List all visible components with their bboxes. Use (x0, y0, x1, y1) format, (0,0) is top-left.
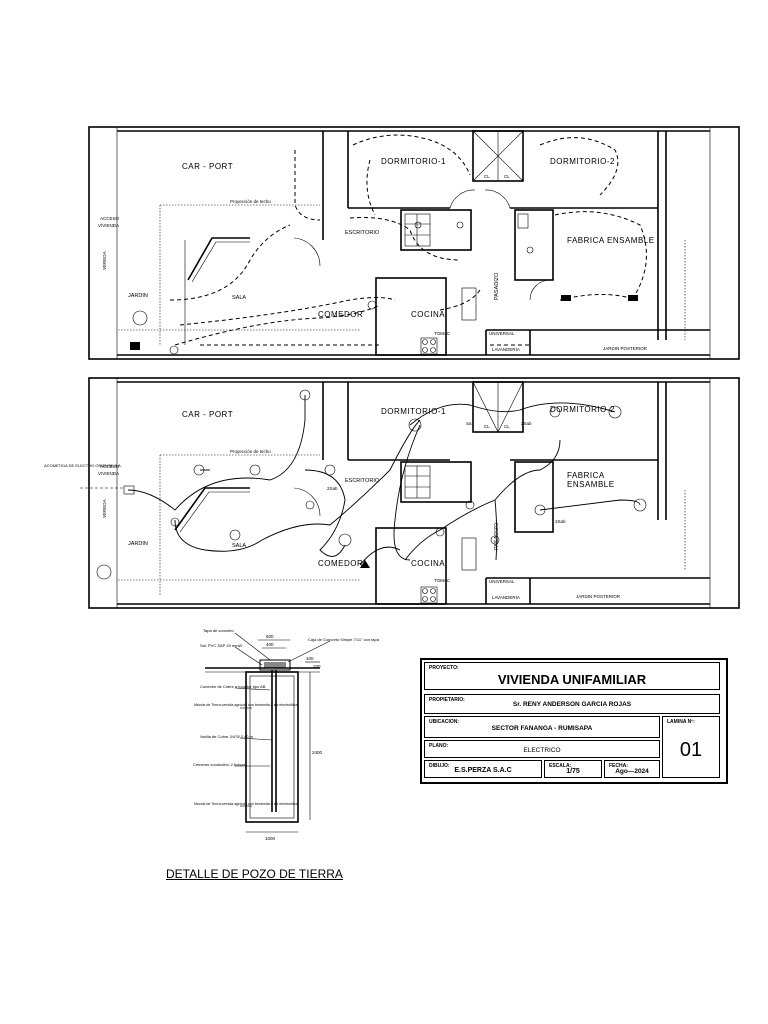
fecha-cell: FECHA: Ago—2024 (604, 760, 660, 778)
lamina-cell: LAMINA Nº: 01 (662, 716, 720, 778)
note-cemento: Cemento conductivo 2 bolsas (193, 762, 245, 767)
proyecto-value: VIVIENDA UNIFAMILIAR (497, 672, 647, 687)
note-conector: Conector de Cobre a tocador tipo AB (200, 684, 266, 689)
bottom-plan-fixtures (96, 389, 647, 580)
fecha-key: FECHA: (609, 763, 628, 769)
label-vivienda-b: VIVIENDA (98, 471, 119, 476)
note-caja: Caja de Concreto Simple 7/11" con tapa (308, 637, 380, 642)
label-cocina: COCINA (411, 310, 445, 319)
note-varilla: Varilla de Cobre 3/4"Ø 2.40 m (200, 734, 254, 739)
label-proyeccion: Proyección de techo (230, 199, 271, 204)
label-fabrica: FABRICA ENSAMBLE (567, 236, 655, 245)
dibujo-value: E.S.PERZA S.A.C (454, 767, 512, 774)
label-proyeccion-b: Proyección de techo (230, 449, 271, 454)
note-tapa: Tapa de concreto (203, 628, 234, 633)
label-cl1: CL (484, 174, 490, 179)
lamina-key: LAMINA Nº: (667, 719, 695, 725)
plano-value: ELECTRICO (523, 747, 561, 754)
ubicacion-key: UBICACION: (429, 719, 459, 725)
fecha-value: Ago—2024 (615, 768, 649, 775)
label-switch-1: 2Sab (327, 486, 338, 491)
ubicacion-value: SECTOR FANANGA - RUMISAPA (491, 725, 593, 732)
propietario-cell: PROPIETARIO: Sr. RENY ANDERSON GARCIA RO… (424, 694, 720, 714)
label-vivienda: VIVIENDA (98, 223, 119, 228)
label-jardin-b: JARDIN (128, 541, 148, 547)
ubicacion-cell: UBICACION: SECTOR FANANGA - RUMISAPA (424, 716, 660, 738)
label-jardin: JARDIN (128, 293, 148, 299)
propietario-key: PROPIETARIO: (429, 697, 465, 703)
bottom-plan-frame (88, 377, 740, 609)
proyecto-key: PROYECTO: (429, 665, 459, 671)
label-dorm2: DORMITORIO-2 (550, 157, 615, 166)
plano-cell: PLANO: ELECTRICO (424, 740, 660, 758)
dim-100-b: 100 (313, 664, 321, 669)
note-mezcla-2: Mezcla de Tierra cernida agrícola con be… (194, 802, 297, 806)
label-dorm1: DORMITORIO-1 (381, 157, 446, 166)
label-sala-b: SALA (232, 543, 246, 549)
label-tomac-b: TOMAC (434, 578, 451, 583)
dim-2400: 2400 (312, 750, 323, 755)
label-carport-b: CAR - PORT (182, 410, 233, 419)
label-acceso-b: ACCESO (100, 464, 120, 469)
lamina-value: 01 (679, 739, 703, 761)
title-block: PROYECTO: VIVIENDA UNIFAMILIAR PROPIETAR… (420, 658, 728, 784)
dim-1000: 1000 (265, 836, 276, 841)
label-pasadizo-b: PASADIZO (494, 522, 500, 550)
label-cl2-b: CL (504, 424, 510, 429)
label-universal: UNIVERSAL (489, 331, 515, 336)
label-acceso: ACCESO (100, 216, 120, 221)
label-dorm1-b: DORMITORIO-1 (381, 407, 446, 416)
label-acometida: ACOMETIDA DE ELECTRO ORIENTE S.A. (44, 463, 122, 468)
top-plan-fixtures (130, 221, 638, 355)
proyecto-cell: PROYECTO: VIVIENDA UNIFAMILIAR (424, 662, 720, 690)
label-switch-3: 2Sab (555, 519, 566, 524)
label-dorm2-b: DORMITORIO-2 (550, 405, 615, 414)
label-jardin-posterior: JARDIN POSTERIOR (603, 346, 648, 351)
label-escritorio: ESCRITORIO (345, 230, 380, 236)
top-floor-plan: CAR - PORT DORMITORIO-1 DORMITORIO-2 ESC… (88, 126, 740, 360)
label-fabrica-b1: FABRICA (567, 471, 605, 480)
label-pasadizo: PASADIZO (494, 272, 500, 300)
label-cl2: CL (504, 174, 510, 179)
detail-caption: DETALLE DE POZO DE TIERRA (166, 867, 343, 881)
label-cl1-b: CL (484, 424, 490, 429)
dibujo-key: DIBUJO: (429, 763, 450, 769)
propietario-value: Sr. RENY ANDERSON GARCIA ROJAS (512, 701, 632, 708)
dim-100-a: 100 (306, 656, 314, 661)
title-block-border (420, 658, 728, 784)
label-comedor: COMEDOR (318, 310, 363, 319)
label-fabrica-b2: ENSAMBLE (567, 480, 615, 489)
label-switch-2: 2Sab (521, 421, 532, 426)
label-sa: Sa (466, 421, 472, 426)
bottom-floor-plan: CAR - PORT DORMITORIO-1 DORMITORIO-2 ESC… (44, 377, 740, 609)
label-vereda: VEREDA (102, 251, 107, 270)
dim-400: 400 (266, 642, 274, 647)
note-mezcla-1: Mezcla de Tierra cernida agrícola con be… (194, 703, 297, 707)
label-universal-b: UNIVERSAL (489, 579, 515, 584)
label-comedor-b: COMEDOR (318, 559, 363, 568)
escala-key: ESCALA: (549, 763, 572, 769)
label-carport: CAR - PORT (182, 162, 233, 171)
label-cocina-b: COCINA (411, 559, 445, 568)
label-lavanderia: LAVANDERIA (492, 347, 520, 352)
dibujo-cell: DIBUJO: E.S.PERZA S.A.C (424, 760, 542, 778)
top-plan-frame (88, 126, 740, 360)
label-sala: SALA (232, 295, 246, 301)
label-tomac: TOMAC (434, 331, 451, 336)
label-lavanderia-b: LAVANDERIA (492, 595, 520, 600)
label-jardin-posterior-b: JARDIN POSTERIOR (576, 594, 621, 599)
note-pvc: Sal. PVC SAP 20 mmØ (200, 643, 242, 648)
escala-value: 1/75 (566, 768, 580, 775)
label-escritorio-b: ESCRITORIO (345, 478, 380, 484)
ground-well-detail: 600 400 100 100 2400 1000 Tapa de concre… (193, 628, 380, 841)
escala-cell: ESCALA: 1/75 (544, 760, 602, 778)
plano-key: PLANO: (429, 743, 449, 749)
label-vereda-b: VEREDA (102, 499, 107, 518)
dim-600: 600 (266, 634, 274, 639)
